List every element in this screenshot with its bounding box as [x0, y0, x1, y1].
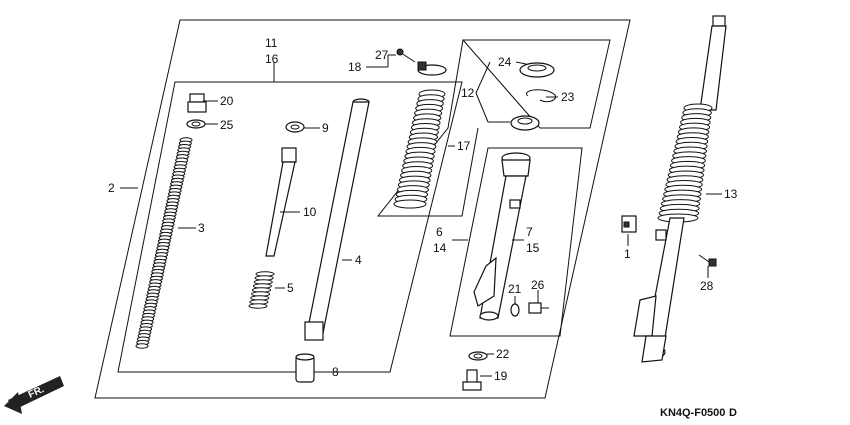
leader-lines — [120, 54, 722, 377]
front-direction-arrow: FR. — [4, 376, 64, 414]
slider-frame — [449, 147, 583, 337]
boot-frame — [376, 39, 479, 217]
fork-cap-bolt — [187, 93, 207, 113]
diagram-code: KN4Q-F0500 — [660, 407, 725, 419]
dust-seal — [519, 62, 555, 78]
band-screw — [396, 48, 416, 63]
oil-seal — [510, 115, 540, 131]
label-19: 19 — [494, 369, 508, 383]
washer — [468, 351, 488, 361]
socket-bolt — [462, 369, 482, 391]
inner-frame — [117, 81, 463, 373]
label-28: 28 — [700, 279, 714, 293]
drain-bolt — [528, 302, 549, 314]
fork-boot — [393, 89, 446, 209]
label-20: 20 — [220, 94, 234, 108]
fork-pipe — [304, 98, 370, 341]
bottom-case — [473, 152, 531, 321]
label-13: 13 — [724, 187, 738, 201]
assembled-fork — [633, 15, 727, 363]
label-4: 4 — [355, 253, 362, 267]
label-18: 18 — [348, 60, 362, 74]
label-2: 2 — [108, 181, 115, 195]
boot-band — [417, 61, 447, 76]
label-3: 3 — [198, 221, 205, 235]
label-11: 11 — [265, 36, 278, 50]
label-5: 5 — [287, 281, 294, 295]
seal-frame — [461, 39, 611, 129]
label-17: 17 — [457, 139, 471, 153]
label-21: 21 — [508, 282, 522, 296]
label-7: 7 — [526, 225, 533, 239]
label-10: 10 — [303, 205, 317, 219]
label-25: 25 — [220, 118, 234, 132]
sealing-washer — [510, 303, 520, 317]
label-15: 15 — [526, 241, 540, 255]
oil-lock-piece — [295, 353, 315, 383]
label-1: 1 — [624, 247, 631, 261]
label-27: 27 — [375, 48, 389, 62]
fork-bracket — [621, 215, 637, 233]
stopper-ring — [525, 89, 557, 103]
o-ring — [186, 119, 206, 129]
label-14: 14 — [433, 241, 447, 255]
fork-spring — [135, 137, 193, 349]
fork-piston — [265, 147, 297, 257]
label-16: 16 — [265, 52, 279, 66]
piston-ring — [285, 121, 305, 133]
label-23: 23 — [561, 90, 575, 104]
label-6: 6 — [436, 225, 443, 239]
outer-frame — [94, 19, 631, 399]
label-26: 26 — [531, 278, 545, 292]
label-24: 24 — [498, 55, 512, 69]
label-12: 12 — [461, 86, 475, 100]
label-8: 8 — [332, 365, 339, 379]
rebound-spring — [248, 271, 275, 309]
diagram-suffix: D — [729, 407, 737, 419]
bracket-bolt — [698, 254, 717, 267]
label-22: 22 — [496, 347, 510, 361]
label-9: 9 — [322, 121, 329, 135]
